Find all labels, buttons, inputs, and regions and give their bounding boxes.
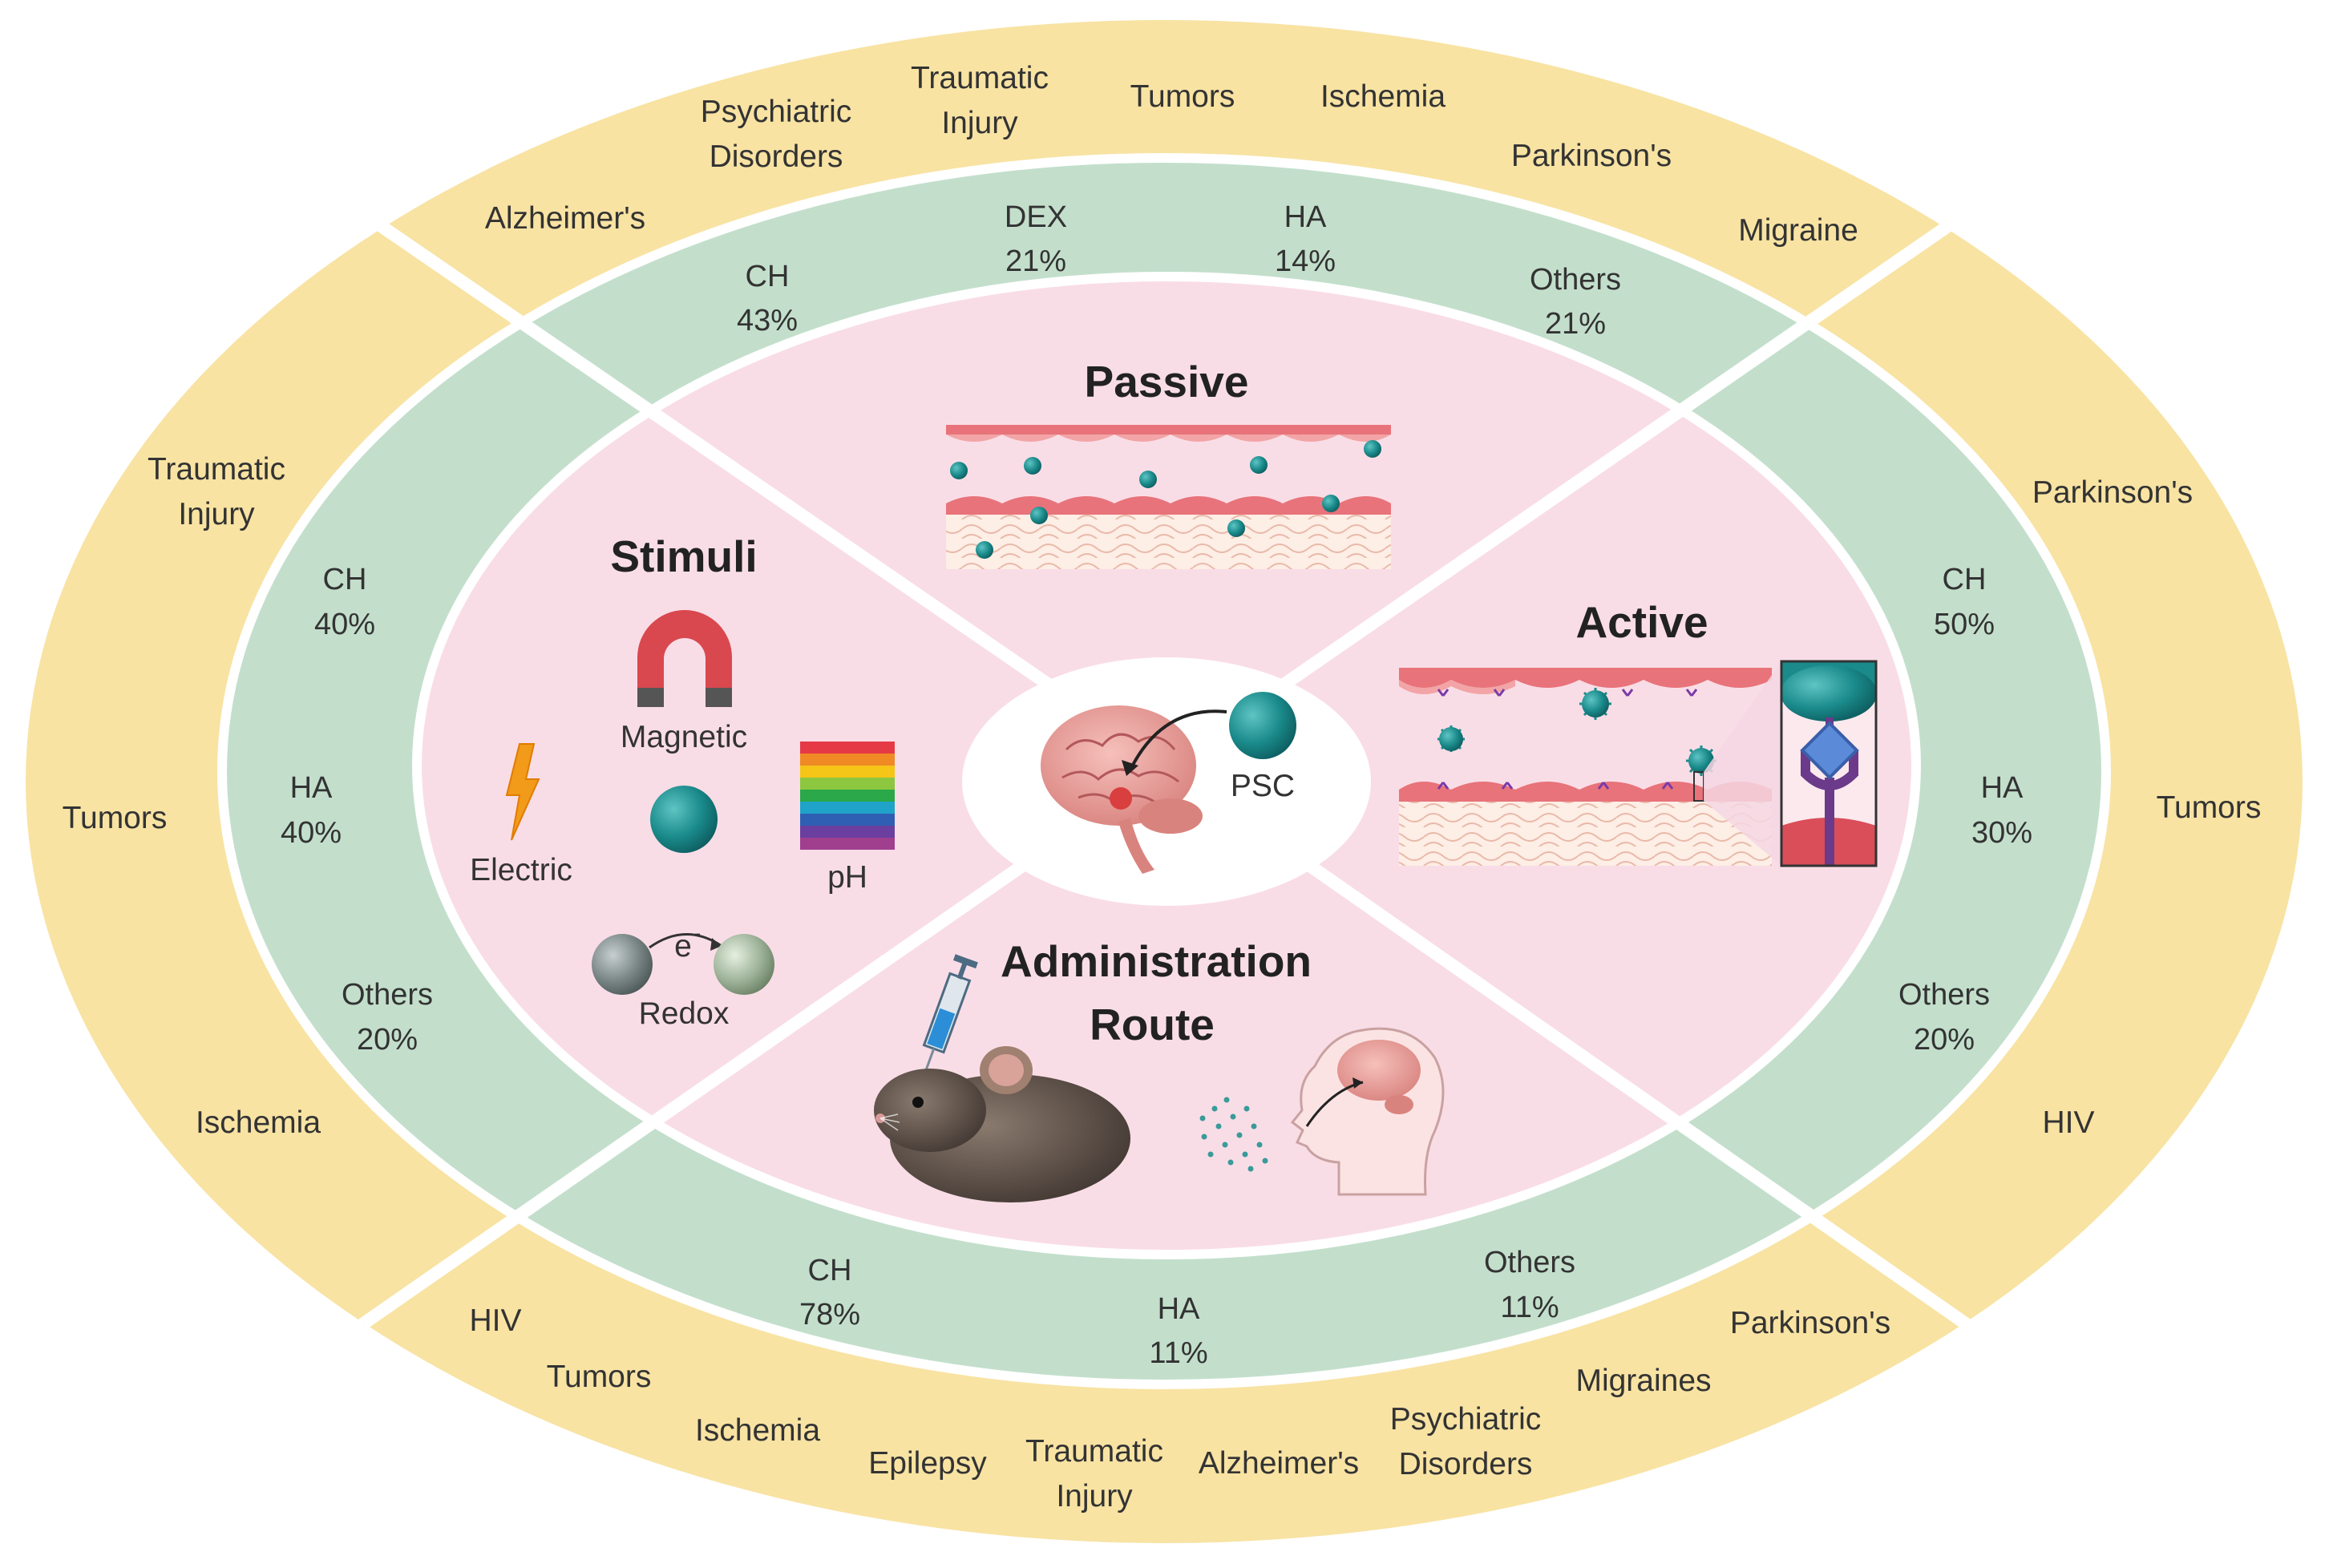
outer-top-label: Tumors [1130,79,1235,114]
outer-bottom-label: Ischemia [695,1413,820,1448]
outer-top-label: Parkinson's [1511,139,1672,173]
human-head-icon [1290,1027,1445,1196]
nanoparticle-icon [650,786,718,853]
inner-circle-border [412,272,1921,1259]
syringe-icon [922,954,978,1076]
middle-left-name: HA [290,771,333,805]
outer-top-label: Alzheimer's [485,201,645,236]
middle-top-value: 21% [1545,307,1606,341]
redox-icon: e - [592,923,774,995]
outer-bottom-label: Migraines [1575,1364,1711,1398]
middle-top-value: 14% [1275,244,1336,278]
passive-vessel-illustration [946,425,1391,569]
active-section: Active [1399,597,1878,867]
psc-label: PSC [1231,769,1295,803]
targeting-arrowhead [1122,760,1138,776]
active-vessel-illustration [1399,660,1878,867]
middle-bottom-name: Others [1484,1246,1575,1279]
nasal-spray-particles-icon [1199,1097,1268,1172]
middle-right-name: CH [1943,563,1987,596]
outer-top-label: Ischemia [1320,79,1446,114]
administration-route-section: Administration Route [874,936,1445,1202]
stimuli-title: Stimuli [610,531,757,581]
middle-right-value: 20% [1914,1023,1975,1057]
passive-section: Passive [946,357,1391,569]
electron-label: e [674,929,692,964]
middle-ring-top-labels: CH 43% DEX 21% HA 14% Others 21% [737,200,1621,341]
middle-right-value: 30% [1971,816,2032,850]
middle-ring-border [217,153,2111,1389]
outer-bottom-label: HIV [469,1303,521,1338]
middle-top-value: 43% [737,304,798,337]
middle-right-name: Others [1898,978,1990,1012]
middle-top-name: CH [746,260,790,293]
outer-bottom-label: Alzheimer's [1199,1446,1359,1481]
outer-right-label: Tumors [2157,790,2262,825]
middle-ring-right-labels: CH 50% HA 30% Others 20% [1898,563,2032,1057]
ph-label: pH [827,860,867,895]
outer-left-label: Tumors [63,801,168,835]
outer-bottom-label: Tumors [547,1360,652,1394]
stimuli-section: Stimuli Magnetic Electric pH e - [470,531,895,1031]
middle-ring-bottom-labels: CH 78% HA 11% Others 11% [799,1246,1575,1370]
middle-bottom-value: 11% [1500,1291,1559,1324]
outer-ring-right-labels: Parkinson's Tumors HIV [2032,475,2262,1140]
middle-top-name: DEX [1005,200,1067,234]
middle-right-value: 50% [1934,608,1995,641]
middle-left-value: 40% [281,816,342,850]
center-brain-illustration [1041,705,1203,874]
outer-right-label: Parkinson's [2032,475,2193,510]
passive-title: Passive [1085,357,1249,406]
electron-superscript: - [694,923,701,944]
administration-title-line1: Administration [1001,936,1312,986]
middle-top-name: Others [1530,263,1621,297]
mouse-icon [874,1046,1130,1202]
middle-left-name: Others [342,978,433,1012]
middle-right-name: HA [1981,771,2024,805]
administration-title-line2: Route [1090,1000,1215,1049]
outer-left-label: Ischemia [196,1105,321,1140]
outer-right-label: HIV [2042,1105,2094,1140]
psc-particle-icon [1229,692,1296,759]
redox-label: Redox [639,996,730,1031]
sector-dividers [237,123,2097,1416]
middle-bottom-name: CH [808,1254,852,1287]
outer-bottom-label: Epilepsy [868,1446,987,1481]
middle-ring-left-labels: CH 40% HA 40% Others 20% [281,563,433,1057]
outer-bottom-label: Parkinson's [1730,1306,1890,1340]
middle-bottom-value: 11% [1149,1336,1207,1370]
middle-top-name: HA [1284,200,1327,234]
middle-left-value: 20% [357,1023,418,1057]
middle-top-value: 21% [1005,244,1066,278]
ph-scale-icon [800,742,895,850]
magnetic-label: Magnetic [621,720,747,754]
outer-top-label: Migraine [1738,213,1858,248]
magnet-icon [637,610,732,707]
targeting-arrow [1129,709,1227,770]
middle-left-value: 40% [314,608,375,641]
middle-left-name: CH [323,563,367,596]
middle-bottom-name: HA [1158,1292,1200,1326]
active-title: Active [1575,597,1708,647]
middle-bottom-value: 78% [799,1298,860,1332]
electric-label: Electric [470,853,572,887]
lightning-icon [505,743,540,841]
